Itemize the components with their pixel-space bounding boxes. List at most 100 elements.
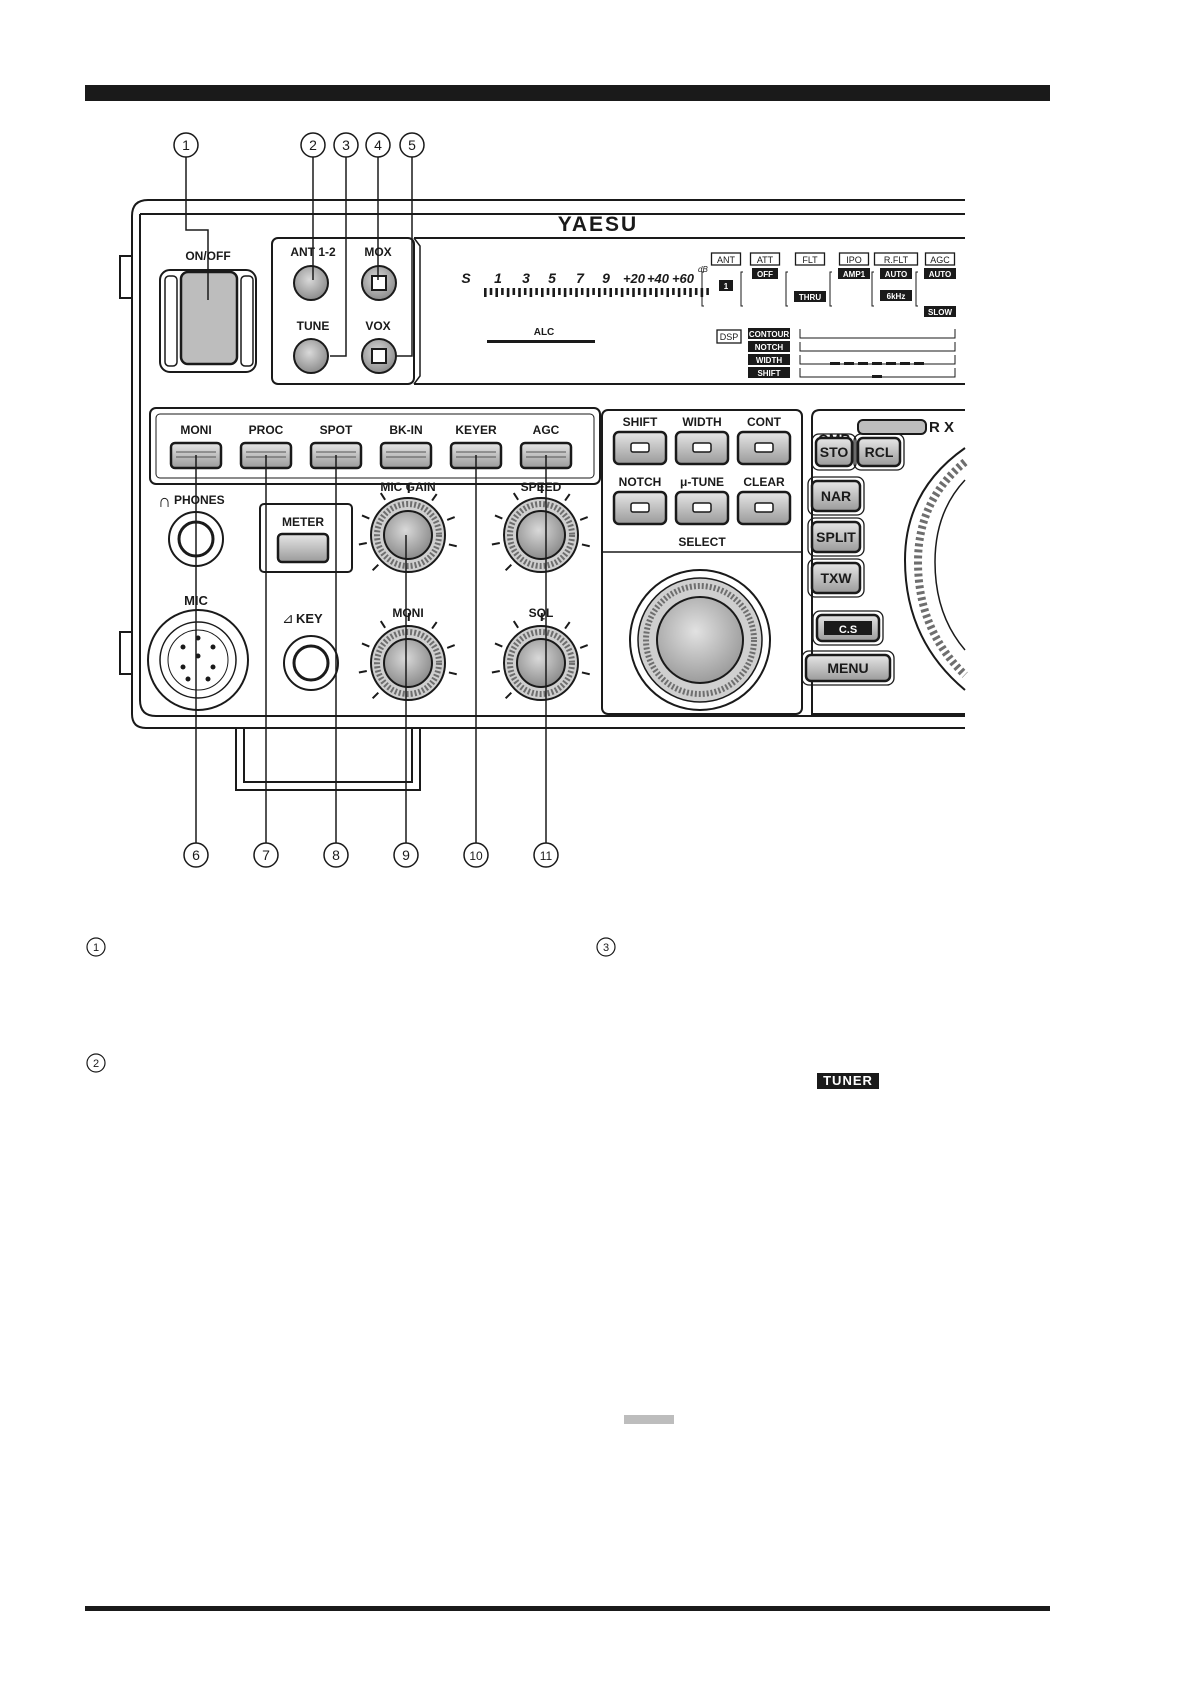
status-flt-indicator: FLT THRU — [785, 252, 826, 307]
moni-button-label: MONI — [180, 423, 211, 437]
keyer-button-label: KEYER — [455, 423, 497, 437]
speed-knob[interactable] — [491, 484, 590, 573]
status-label-4: R.FLT — [884, 255, 909, 265]
nar-button[interactable]: NAR — [807, 476, 865, 516]
shift-button[interactable]: SHIFT — [612, 415, 668, 466]
callout-6: 6 — [183, 455, 209, 868]
mic-jack[interactable] — [147, 609, 249, 711]
headphone-icon: ∩ — [158, 491, 171, 511]
clear-button[interactable]: CLEAR — [736, 475, 792, 526]
brand-logo: YAESU — [558, 213, 638, 236]
desc-marker-3 — [596, 937, 616, 957]
rx-label: R X — [929, 419, 954, 436]
grey-indicator-mark — [624, 1415, 674, 1424]
dsp-label: DSP — [720, 332, 739, 342]
main-dial-edge — [903, 447, 966, 691]
rcl-button[interactable]: RCL — [853, 433, 905, 471]
dsp-row-notch: NOTCH — [748, 341, 956, 352]
dsp-indicator: DSP — [716, 329, 742, 344]
notch-button[interactable]: NOTCH — [612, 475, 668, 526]
split-button-label: SPLIT — [816, 529, 856, 545]
power-button[interactable] — [179, 270, 239, 366]
s-meter-bar — [484, 288, 709, 297]
cs-button-label: C.S — [839, 624, 857, 636]
status-label-2: FLT — [802, 255, 818, 265]
select-knob[interactable] — [629, 569, 771, 711]
sto-button[interactable]: STO — [811, 433, 857, 471]
width-button[interactable]: WIDTH — [674, 415, 730, 466]
status-label-5: AGC — [930, 255, 950, 265]
txw-button[interactable]: TXW — [807, 558, 865, 598]
select-label: SELECT — [678, 535, 726, 549]
desc-marker-1-number: 1 — [93, 942, 99, 954]
callout-number-11: 11 — [540, 849, 553, 863]
desc-marker-2 — [86, 1053, 106, 1073]
width-button-label: WIDTH — [682, 415, 721, 429]
txw-button-label: TXW — [820, 570, 852, 586]
footer-rule — [85, 1606, 1050, 1611]
ant12-button[interactable] — [293, 265, 329, 301]
tune-label: TUNE — [297, 319, 330, 333]
callout-number-5: 5 — [408, 137, 416, 153]
callout-3: 3 — [330, 132, 359, 357]
callout-10: 10 — [463, 455, 489, 868]
phones-label: PHONES — [174, 493, 225, 507]
spot-button-label: SPOT — [320, 423, 353, 437]
bkin-button[interactable]: BK-IN — [379, 423, 433, 470]
callout-8: 8 — [323, 455, 349, 868]
callout-number-7: 7 — [262, 847, 270, 863]
menu-button[interactable]: MENU — [801, 650, 895, 686]
tune-button[interactable] — [293, 338, 329, 374]
desc-marker-3-number: 3 — [603, 942, 609, 954]
rcl-button-label: RCL — [865, 444, 894, 460]
callout-number-2: 2 — [309, 137, 317, 153]
spot-button[interactable]: SPOT — [309, 423, 363, 470]
key-icon: ⊿ — [282, 610, 294, 626]
meter-label: METER — [282, 515, 324, 529]
cont-button[interactable]: CONT — [736, 415, 792, 466]
utune-button[interactable]: μ-TUNE — [674, 475, 730, 526]
callout-number-8: 8 — [332, 847, 340, 863]
split-button[interactable]: SPLIT — [807, 517, 865, 557]
header-rule — [85, 85, 1050, 101]
s-scale-label-4: 7 — [576, 270, 585, 286]
callout-number-1: 1 — [182, 137, 190, 153]
status-value-1-0: OFF — [757, 270, 773, 279]
alc-bar — [487, 340, 595, 343]
upper-control-block — [271, 237, 415, 385]
status-label-3: IPO — [846, 255, 862, 265]
status-value-2-0: THRU — [799, 293, 821, 302]
cont-button-label: CONT — [747, 415, 782, 429]
sql-knob[interactable] — [491, 612, 590, 701]
desc-marker-2-number: 2 — [93, 1058, 99, 1070]
s-scale-label-8: +60 — [672, 271, 695, 286]
mic-gain-knob[interactable] — [358, 484, 457, 573]
desc-marker-1 — [86, 937, 106, 957]
radio-body — [119, 199, 965, 791]
callout-number-6: 6 — [192, 847, 200, 863]
callout-7: 7 — [253, 455, 279, 868]
status-value-4-1: 6kHz — [887, 292, 906, 301]
callout-5: 5 — [396, 132, 425, 357]
right-block-outline — [811, 409, 965, 715]
dsp-row-label-2: WIDTH — [756, 356, 782, 365]
clear-button-label: CLEAR — [743, 475, 785, 489]
alc-label: ALC — [534, 327, 555, 338]
cs-button[interactable]: C.S — [812, 610, 884, 646]
status-value-5-0: AUTO — [929, 270, 952, 279]
meter-recess — [259, 503, 353, 573]
moni-knob[interactable] — [358, 612, 457, 701]
callout-number-3: 3 — [342, 137, 350, 153]
s-scale-label-5: 9 — [602, 270, 610, 286]
utune-button-label: μ-TUNE — [680, 475, 724, 489]
dsp-row-label-0: CONTOUR — [749, 330, 790, 339]
bkin-button-label: BK-IN — [389, 423, 422, 437]
key-jack[interactable] — [283, 635, 339, 691]
meter-button[interactable] — [276, 532, 330, 564]
vox-label: VOX — [365, 319, 390, 333]
callout-4: 4 — [365, 132, 391, 280]
